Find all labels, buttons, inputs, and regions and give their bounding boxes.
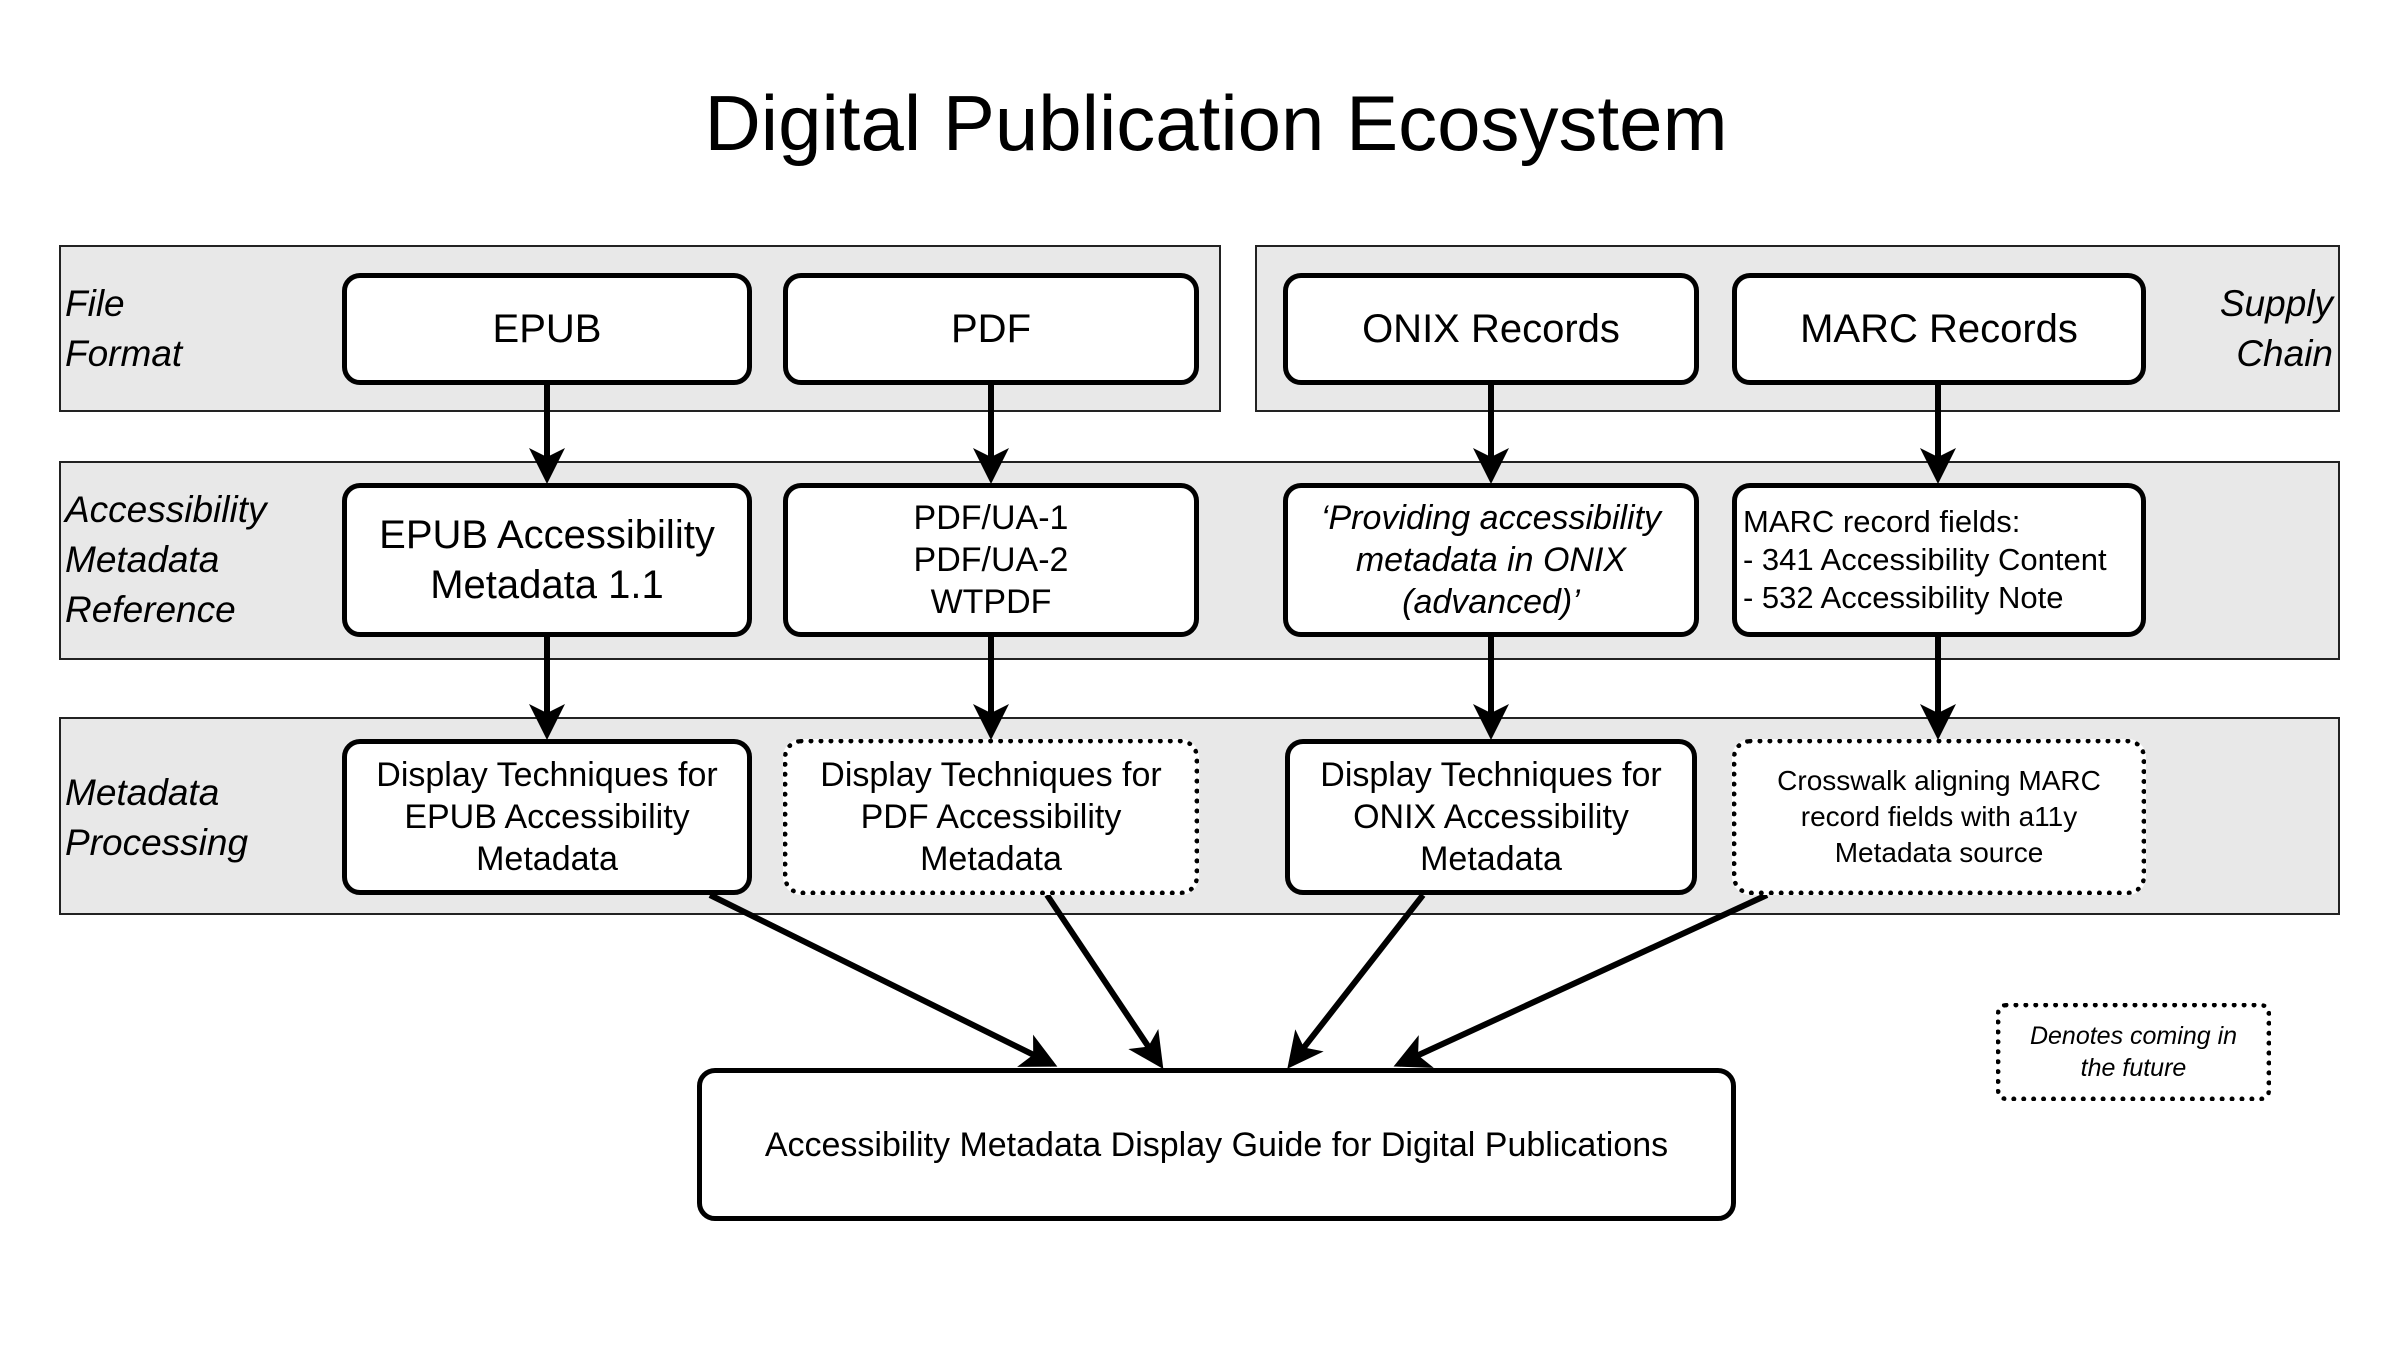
onix-display-techniques-box: Display Techniques for ONIX Accessibilit…	[1285, 739, 1697, 895]
diagram-title: Digital Publication Ecosystem	[704, 79, 1728, 167]
row-label-reference: Accessibility Metadata Reference	[65, 489, 267, 630]
epub-a11y-metadata-box: EPUB Accessibility Metadata 1.1	[342, 483, 752, 637]
display-guide-box: Accessibility Metadata Display Guide for…	[697, 1068, 1736, 1221]
future-legend: Denotes coming in the future	[1996, 1003, 2271, 1101]
epub-format-box: EPUB	[342, 273, 752, 385]
epub-display-techniques-box: Display Techniques for EPUB Accessibilit…	[342, 739, 752, 895]
row-label-supply-chain: Supply Chain	[2219, 283, 2333, 374]
onix-guidance-box: ‘Providing accessibility metadata in ONI…	[1283, 483, 1699, 637]
onix-records-box: ONIX Records	[1283, 273, 1699, 385]
marc-records-box: MARC Records	[1732, 273, 2146, 385]
row-label-file-format: File Format	[65, 283, 183, 374]
arrow-epub-to-guide	[708, 892, 1058, 1067]
pdf-format-box: PDF	[783, 273, 1199, 385]
marc-crosswalk-box: Crosswalk aligning MARC record fields wi…	[1732, 739, 2146, 895]
pdf-ua-box: PDF/UA-1 PDF/UA-2 WTPDF	[783, 483, 1199, 637]
marc-fields-box: MARC record fields: - 341 Accessibility …	[1732, 483, 2146, 637]
row-label-processing: Metadata Processing	[65, 772, 249, 863]
arrow-onix-to-guide	[1287, 893, 1426, 1069]
arrow-pdf-to-guide	[1044, 893, 1164, 1069]
pdf-display-techniques-box: Display Techniques for PDF Accessibility…	[783, 739, 1199, 895]
arrow-marc-to-guide	[1393, 892, 1769, 1068]
